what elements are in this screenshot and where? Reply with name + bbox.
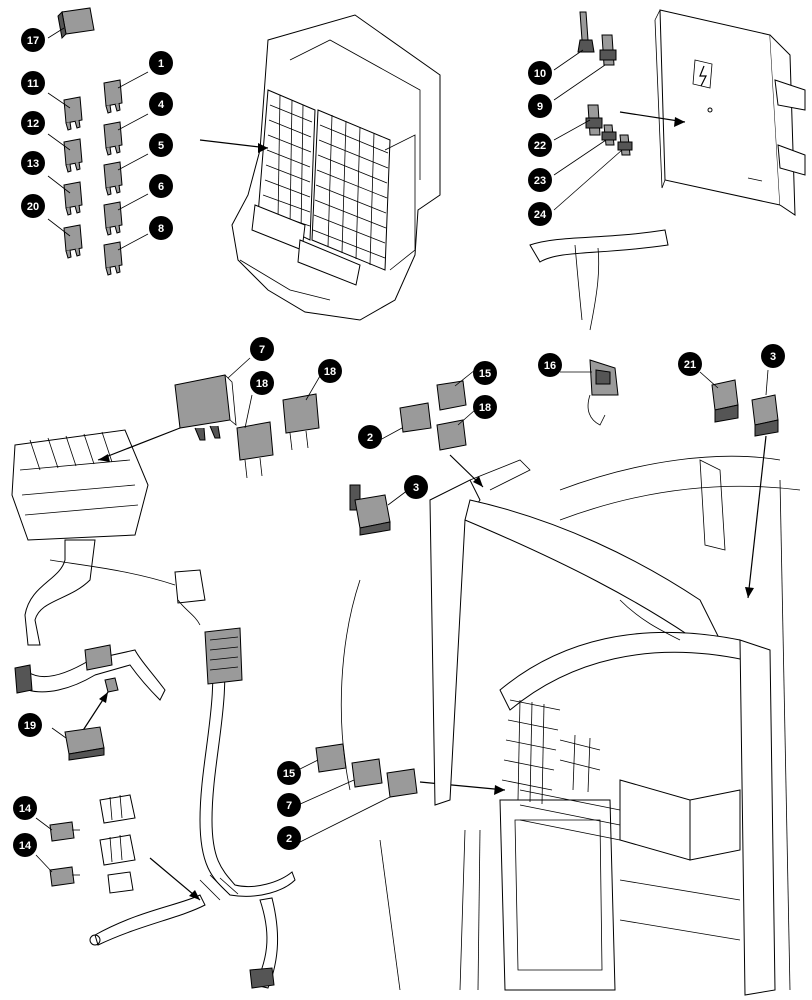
svg-text:7: 7 bbox=[259, 344, 265, 356]
callout-19: 19 bbox=[18, 713, 42, 737]
callout-3-mid: 3 bbox=[404, 475, 428, 499]
callout-2-lower: 2 bbox=[277, 826, 301, 850]
callout-24: 24 bbox=[528, 202, 552, 226]
svg-text:14: 14 bbox=[19, 840, 32, 852]
power-distribution-box bbox=[654, 9, 806, 216]
callout-15-lower: 15 bbox=[277, 761, 301, 785]
svg-text:23: 23 bbox=[534, 175, 546, 187]
svg-text:18: 18 bbox=[256, 378, 268, 390]
svg-text:18: 18 bbox=[324, 366, 336, 378]
callout-17: 17 bbox=[21, 28, 45, 52]
svg-text:12: 12 bbox=[27, 118, 39, 130]
svg-text:14: 14 bbox=[19, 803, 32, 815]
svg-text:2: 2 bbox=[286, 833, 292, 845]
callout-4: 4 bbox=[149, 92, 173, 116]
svg-text:6: 6 bbox=[158, 181, 164, 193]
svg-text:19: 19 bbox=[24, 720, 36, 732]
svg-text:17: 17 bbox=[27, 35, 39, 47]
svg-text:8: 8 bbox=[158, 223, 164, 235]
callout-18-a: 18 bbox=[250, 371, 274, 395]
svg-text:15: 15 bbox=[479, 368, 491, 380]
callout-15-upper: 15 bbox=[473, 361, 497, 385]
callout-9: 9 bbox=[528, 94, 552, 118]
callout-markers: 17 1 11 4 12 5 13 6 20 8 10 9 22 23 24 7… bbox=[13, 28, 785, 857]
callout-12: 12 bbox=[21, 111, 45, 135]
svg-text:5: 5 bbox=[158, 140, 164, 152]
relay-holder-illustration bbox=[11, 429, 206, 646]
harness-tube bbox=[89, 627, 296, 989]
callout-3-right: 3 bbox=[761, 344, 785, 368]
callout-2-upper: 2 bbox=[358, 425, 382, 449]
svg-text:20: 20 bbox=[27, 201, 39, 213]
svg-text:7: 7 bbox=[286, 800, 292, 812]
callout-5: 5 bbox=[149, 133, 173, 157]
svg-text:3: 3 bbox=[413, 482, 419, 494]
connector-icons bbox=[35, 794, 201, 901]
svg-text:18: 18 bbox=[479, 402, 491, 414]
relay-icons-lower bbox=[297, 743, 506, 844]
svg-text:4: 4 bbox=[158, 99, 165, 111]
svg-text:1: 1 bbox=[158, 58, 164, 70]
callout-14-a: 14 bbox=[13, 796, 37, 820]
relay-icons-upper-mid bbox=[379, 369, 484, 488]
svg-text:3: 3 bbox=[770, 351, 776, 363]
arrow-to-fuse-panel bbox=[199, 139, 269, 153]
svg-text:24: 24 bbox=[534, 209, 547, 221]
relay-icons-middle bbox=[97, 357, 321, 479]
svg-text:9: 9 bbox=[537, 101, 543, 113]
svg-text:22: 22 bbox=[534, 140, 546, 152]
callout-13: 13 bbox=[21, 151, 45, 175]
callout-23: 23 bbox=[528, 168, 552, 192]
fuse-panel-illustration bbox=[231, 14, 441, 321]
callout-10: 10 bbox=[528, 61, 552, 85]
callout-18-b: 18 bbox=[318, 359, 342, 383]
svg-text:21: 21 bbox=[684, 359, 696, 371]
maxi-fuse-icons bbox=[553, 11, 686, 211]
callout-16: 16 bbox=[538, 353, 562, 377]
callout-14-b: 14 bbox=[13, 833, 37, 857]
svg-text:13: 13 bbox=[27, 158, 39, 170]
svg-text:10: 10 bbox=[534, 68, 546, 80]
callout-20: 20 bbox=[21, 194, 45, 218]
callout-7-upper: 7 bbox=[250, 337, 274, 361]
callout-1: 1 bbox=[149, 51, 173, 75]
callout-21: 21 bbox=[678, 352, 702, 376]
callout-6: 6 bbox=[149, 174, 173, 198]
harness-connector-16 bbox=[529, 229, 669, 426]
mini-fuse-icons bbox=[47, 7, 149, 276]
callout-7-lower: 7 bbox=[277, 793, 301, 817]
svg-text:11: 11 bbox=[27, 78, 39, 90]
svg-text:2: 2 bbox=[367, 432, 373, 444]
relay-icon-bracket bbox=[349, 484, 409, 536]
callout-22: 22 bbox=[528, 133, 552, 157]
svg-text:15: 15 bbox=[283, 768, 295, 780]
relay-icons-right bbox=[699, 369, 779, 599]
svg-text:16: 16 bbox=[544, 360, 556, 372]
callout-11: 11 bbox=[21, 71, 45, 95]
cab-frame-illustration bbox=[340, 455, 801, 996]
callout-8: 8 bbox=[149, 216, 173, 240]
harness-lower-left bbox=[14, 644, 166, 761]
callout-18-c: 18 bbox=[473, 395, 497, 419]
